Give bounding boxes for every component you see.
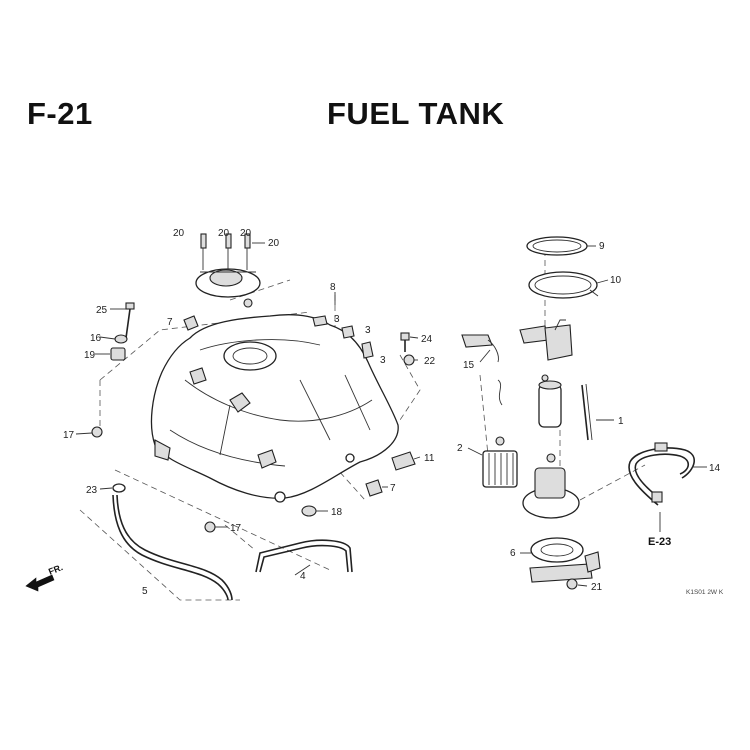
callout-9: 9	[599, 241, 605, 252]
callout-20: 20	[218, 228, 230, 239]
callout-16: 16	[90, 333, 102, 344]
bolt-set-20	[200, 233, 251, 270]
callout-8: 8	[330, 282, 336, 293]
front-label: FR.	[47, 562, 64, 577]
callout-15: 15	[463, 360, 475, 371]
rubber-7-upper	[183, 315, 199, 331]
callout-14: 14	[709, 463, 721, 474]
callout-3: 3	[334, 314, 340, 325]
fuel-tank-body	[150, 314, 399, 503]
callout-25: 25	[96, 305, 108, 316]
pump-base-flange	[522, 453, 580, 519]
rubber-3-a	[312, 315, 328, 327]
callout-23: 23	[86, 485, 98, 496]
callout-2: 2	[457, 443, 463, 454]
filler-cap-assembly	[195, 268, 261, 308]
bolt-24	[400, 332, 410, 352]
callout-20: 20	[173, 228, 185, 239]
section-code: F-21	[27, 96, 93, 131]
setting-ring-10	[528, 271, 598, 299]
callout-17: 17	[63, 430, 75, 441]
reference-section-label: E-23	[648, 536, 671, 548]
nut-19	[110, 347, 126, 361]
rubber-7-lower	[365, 479, 383, 497]
page-title: FUEL TANK	[327, 96, 505, 131]
washer-16	[114, 334, 128, 344]
breather-hose-4-inner	[259, 544, 349, 573]
drain-hose-5	[116, 494, 233, 601]
callout-10: 10	[610, 275, 622, 286]
callout-17: 17	[230, 523, 242, 534]
drain-hose-5-inner	[112, 494, 229, 601]
screw-21	[566, 578, 578, 590]
leader-lines	[75, 242, 707, 587]
strainer-2	[482, 436, 518, 488]
grommet-17-left	[91, 426, 103, 438]
front-direction-arrow: FR.	[25, 562, 64, 592]
callout-5: 5	[142, 586, 148, 597]
callout-21: 21	[591, 582, 603, 593]
callout-numbers: 20 20 20 20 25 7 16 19 8 3 3 3 24 22 11 …	[63, 228, 721, 597]
callout-7: 7	[390, 483, 396, 494]
fuel-pump-motor	[497, 374, 562, 428]
callout-7: 7	[167, 317, 173, 328]
bolt-25	[125, 302, 135, 339]
clamp-23	[112, 483, 126, 493]
rod-1	[581, 383, 593, 441]
callout-1: 1	[618, 416, 624, 427]
callout-20: 20	[268, 238, 280, 249]
bracket-11	[391, 451, 416, 471]
callout-11: 11	[424, 453, 435, 464]
nut-22	[403, 354, 415, 366]
catalog-code: K1S01 2W K	[686, 589, 724, 596]
callout-19: 19	[84, 350, 96, 361]
connector-15	[461, 319, 573, 363]
grommet-17-lower	[204, 521, 216, 533]
assembly-guide-lines	[79, 250, 646, 601]
callout-3: 3	[365, 325, 371, 336]
rubber-3-c	[361, 341, 374, 359]
callout-20: 20	[240, 228, 252, 239]
callout-18: 18	[331, 507, 343, 518]
cushion-18	[301, 505, 317, 517]
fuel-hose-14	[628, 442, 695, 506]
pump-cover-6	[529, 537, 601, 583]
callout-24: 24	[421, 334, 433, 345]
callout-4: 4	[300, 571, 306, 582]
callout-3: 3	[380, 355, 386, 366]
callout-6: 6	[510, 548, 516, 559]
callout-22: 22	[424, 356, 436, 367]
breather-hose-4	[255, 539, 353, 573]
rubber-3-b	[341, 325, 355, 339]
